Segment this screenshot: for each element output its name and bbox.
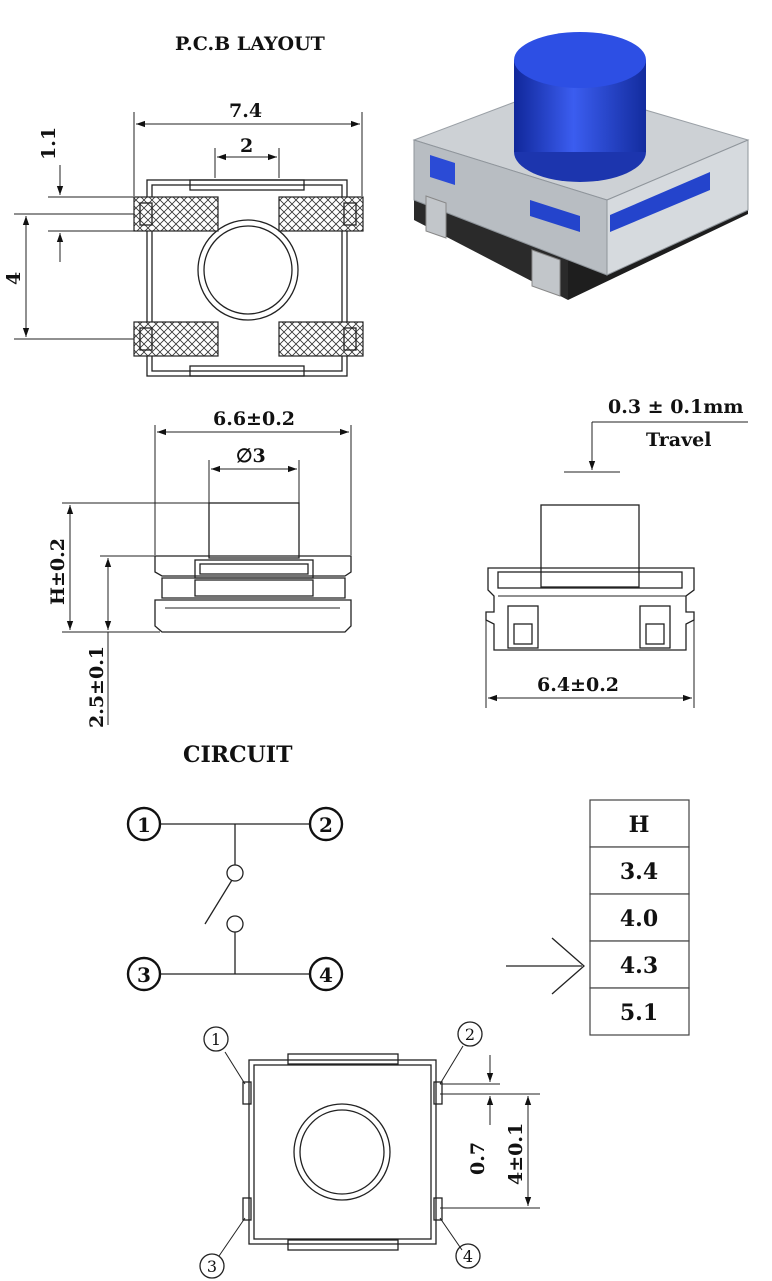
pcb-dim-pitch: 4 <box>3 272 25 285</box>
height-table: H 3.4 4.0 4.3 5.1 <box>589 799 690 1036</box>
height-table-row: 3.4 <box>620 859 658 885</box>
pcb-layout-view: P.C.B LAYOUT 7.4 2 1.1 <box>3 33 364 377</box>
circuit-pin-1: 1 <box>126 806 162 842</box>
bottom-pin-1: 1 <box>203 1026 229 1052</box>
pcb-dim-inner: 2 <box>240 135 253 157</box>
actuator-top <box>514 32 646 88</box>
side-dim-base: 2.5±0.1 <box>86 646 108 728</box>
pad-top-right <box>278 196 364 232</box>
pad-top-left <box>133 196 219 232</box>
bottom-pin-4: 4 <box>455 1243 481 1269</box>
side-dim-height: H±0.2 <box>47 538 69 605</box>
circuit-title: CIRCUIT <box>183 742 293 768</box>
height-table-header: H <box>629 812 650 838</box>
pcb-dim-width: 7.4 <box>229 100 262 122</box>
svg-text:4: 4 <box>463 1247 473 1266</box>
svg-text:2: 2 <box>319 813 333 837</box>
svg-text:3: 3 <box>207 1257 217 1276</box>
svg-text:1: 1 <box>211 1030 221 1049</box>
travel-dim: 0.3 ± 0.1mm <box>608 396 743 418</box>
bottom-dim-pitch: 4±0.1 <box>505 1123 527 1185</box>
side-dim-width: 6.6±0.2 <box>213 408 295 430</box>
height-table-row: 5.1 <box>620 1000 658 1026</box>
table-pointer-arrow <box>506 937 585 995</box>
svg-text:1: 1 <box>137 813 151 837</box>
bottom-pin-3: 3 <box>199 1253 225 1279</box>
circuit-diagram: CIRCUIT 1 2 3 4 <box>126 742 344 992</box>
pcb-layout-title: P.C.B LAYOUT <box>175 33 325 55</box>
side-view: 6.6±0.2 ∅3 H±0.2 2.5±0.1 <box>47 408 352 728</box>
height-table-row: 4.3 <box>620 953 658 979</box>
height-table-row: 4.0 <box>620 906 658 932</box>
bottom-view: 1 2 3 4 0.7 4±0.1 <box>199 1021 540 1279</box>
svg-text:2: 2 <box>465 1025 475 1044</box>
pad-bottom-left <box>133 321 219 357</box>
travel-label: Travel <box>646 429 711 451</box>
pcb-dim-pad: 1.1 <box>38 127 60 160</box>
circuit-pin-3: 3 <box>126 956 162 992</box>
travel-view: 0.3 ± 0.1mm Travel 6.4±0.2 <box>485 396 748 708</box>
switch-3d-render <box>412 32 750 300</box>
bottom-pin-2: 2 <box>457 1021 483 1047</box>
svg-text:4: 4 <box>319 963 333 987</box>
circuit-pin-4: 4 <box>308 956 344 992</box>
side-dim-stem: ∅3 <box>236 445 266 467</box>
bottom-dim-pad: 0.7 <box>467 1142 489 1175</box>
travel-dim-width: 6.4±0.2 <box>537 674 619 696</box>
svg-text:3: 3 <box>137 963 151 987</box>
side-stem <box>208 502 300 559</box>
pad-bottom-right <box>278 321 364 357</box>
circuit-pin-2: 2 <box>308 806 344 842</box>
travel-stem <box>540 504 640 588</box>
